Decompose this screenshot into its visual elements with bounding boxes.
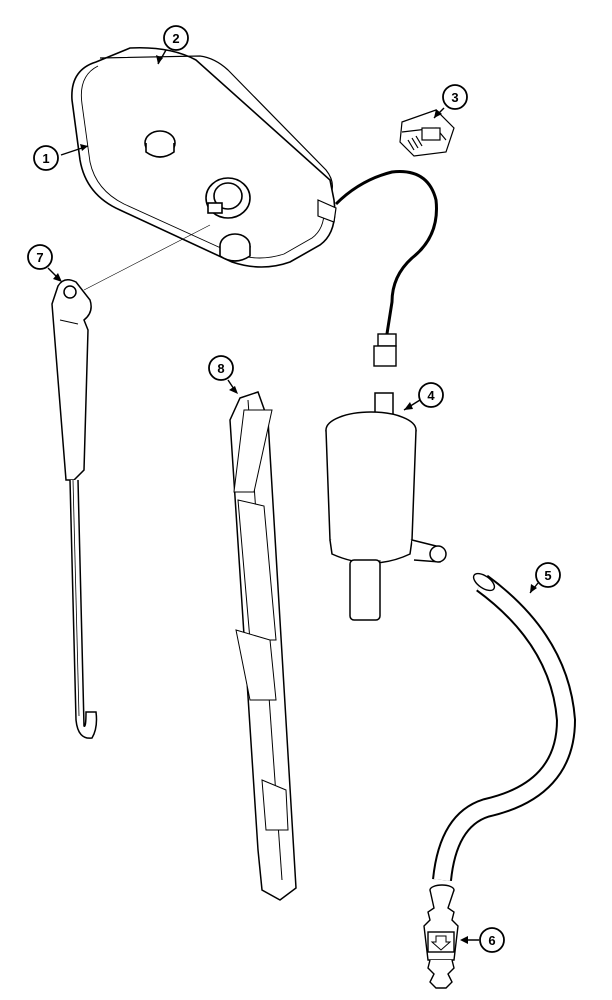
callout-1: 1 [33, 144, 89, 171]
flow-arrow-icon [430, 935, 452, 951]
callout-3: 3 [433, 84, 468, 119]
reservoir-cap-bottom [219, 233, 251, 262]
reservoir-tank [71, 46, 337, 268]
callout-7: 7 [27, 244, 62, 282]
svg-text:3: 3 [451, 90, 458, 105]
svg-text:6: 6 [488, 933, 495, 948]
hose-inner [434, 576, 575, 881]
callout-8: 8 [208, 355, 238, 394]
svg-text:7: 7 [36, 250, 43, 265]
callout-5: 5 [529, 562, 561, 594]
reservoir-outlet [205, 177, 251, 219]
wire-connector [373, 333, 397, 367]
reservoir-cap-top [144, 130, 176, 158]
switch-connector [399, 109, 455, 157]
alignment-line [83, 224, 211, 291]
callout-4: 4 [403, 382, 444, 411]
svg-text:2: 2 [172, 31, 179, 46]
svg-text:5: 5 [544, 568, 551, 583]
callout-2: 2 [156, 25, 189, 65]
svg-text:1: 1 [42, 151, 49, 166]
wiper-blade [229, 391, 297, 901]
pump-wire [334, 170, 438, 341]
callout-6: 6 [460, 927, 505, 953]
washer-pump [325, 392, 447, 621]
svg-text:4: 4 [427, 388, 435, 403]
callout-layer: 1 2 3 4 5 [27, 25, 561, 953]
hose-end [472, 572, 496, 592]
svg-text:8: 8 [217, 361, 224, 376]
check-valve [423, 884, 459, 989]
wiper-arm [51, 279, 98, 739]
